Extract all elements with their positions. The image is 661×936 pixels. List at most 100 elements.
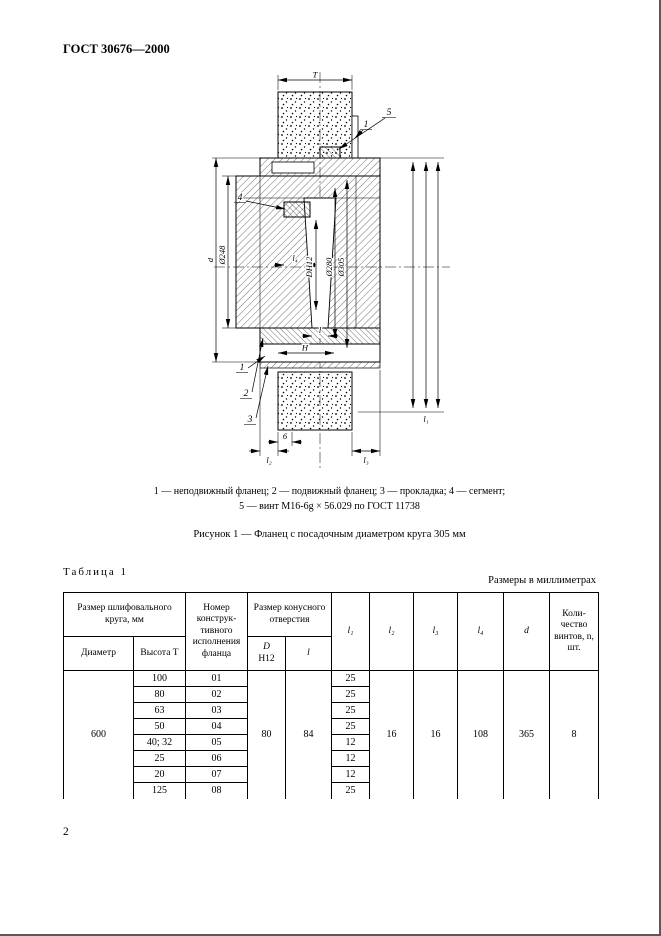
col-header-screws: Коли-чество винтов, n, шт. bbox=[549, 592, 599, 671]
units-note: Размеры в миллиметрах bbox=[488, 575, 596, 586]
callout-4-label: 4 bbox=[238, 193, 243, 203]
callout-3-label: 3 bbox=[247, 415, 253, 425]
cell-number: 03 bbox=[185, 702, 248, 719]
col-header-l4: l₄ bbox=[457, 592, 504, 671]
page-number: 2 bbox=[63, 826, 69, 838]
dim-d305: Ø305 bbox=[335, 180, 350, 348]
screw-head bbox=[319, 146, 341, 159]
flange-drawing: T 5 1 bbox=[204, 68, 450, 468]
dim-label-DH12: DH12 bbox=[304, 256, 314, 279]
cell-l1: 25 bbox=[331, 686, 370, 703]
gasket bbox=[259, 361, 381, 369]
callout-2: 2 bbox=[240, 337, 264, 400]
dim-label-T: T bbox=[313, 70, 319, 80]
cell-l1: 25 bbox=[331, 670, 370, 687]
callout-3-gasket: 3 bbox=[244, 365, 269, 426]
col-header-cone-hole: Размер конусного отверстия bbox=[247, 592, 332, 637]
dim-DH12: DH12 bbox=[303, 220, 319, 310]
figure-caption-line1: 1 — неподвижный фланец; 2 — подвижный фл… bbox=[153, 486, 506, 497]
callout-1-label: 1 bbox=[240, 363, 245, 373]
cell-l3: 16 bbox=[413, 670, 458, 799]
cell-number: 02 bbox=[185, 686, 248, 703]
cell-l1: 25 bbox=[331, 782, 370, 799]
col-header-height: Высота T bbox=[133, 636, 186, 671]
cell-l1: 12 bbox=[331, 750, 370, 767]
wheel-section-top bbox=[277, 91, 359, 159]
dim-label-l3: l₃ bbox=[363, 455, 368, 465]
cell-l2: 16 bbox=[369, 670, 414, 799]
cell-height: 125 bbox=[133, 782, 186, 799]
dim-H: H bbox=[278, 341, 334, 356]
dim-label-6: 6 bbox=[283, 431, 288, 441]
table-row: 125 08 25 bbox=[64, 782, 599, 799]
dim-l3: l₃ bbox=[351, 370, 381, 466]
dim-d: d bbox=[204, 157, 260, 363]
cell-diameter: 600 bbox=[63, 670, 134, 799]
figure-1: T 5 1 bbox=[204, 68, 470, 472]
flange-body bbox=[235, 175, 381, 329]
dim-d280: Ø280 bbox=[323, 188, 338, 338]
dim-label-d248: Ø248 bbox=[217, 245, 227, 266]
col-header-d: d bbox=[503, 592, 550, 671]
col-header-diameter: Диаметр bbox=[63, 636, 134, 671]
dim-T: T bbox=[277, 68, 353, 90]
figure-title: Рисунок 1 — Фланец с посадочным диаметро… bbox=[193, 529, 466, 540]
cell-l1: 12 bbox=[331, 766, 370, 783]
table-row: 50 04 25 bbox=[64, 718, 599, 735]
segment-part bbox=[283, 201, 311, 218]
cell-D: 80 bbox=[247, 670, 286, 799]
cell-number: 01 bbox=[185, 670, 248, 687]
right-dimension-lines: l₁ bbox=[358, 157, 444, 425]
col-header-l1: l₁ bbox=[331, 592, 370, 671]
col-header-l3: l₃ bbox=[413, 592, 458, 671]
cell-l4: 108 bbox=[457, 670, 504, 799]
dim-label-l1: l₁ bbox=[423, 414, 428, 424]
table-label: Таблица 1 bbox=[63, 566, 129, 578]
cell-l1: 25 bbox=[331, 718, 370, 735]
standard-number: ГОСТ 30676—2000 bbox=[63, 42, 170, 56]
cell-height: 25 bbox=[133, 750, 186, 767]
table-row: 80 02 25 bbox=[64, 686, 599, 703]
cell-height: 63 bbox=[133, 702, 186, 719]
col-header-l2: l₂ bbox=[369, 592, 414, 671]
cell-height: 50 bbox=[133, 718, 186, 735]
figure-caption-line2: 5 — винт М16-6g × 56.029 по ГОСТ 11738 bbox=[239, 501, 420, 512]
col-header-wheel-size: Размер шлифовального круга, мм bbox=[63, 592, 186, 637]
callout-5-label: 5 bbox=[387, 108, 392, 118]
dim-label-l2: l₂ bbox=[266, 455, 271, 465]
cell-d: 365 bbox=[503, 670, 550, 799]
callout-1-top: 1 bbox=[354, 119, 372, 139]
wheel-section-bottom bbox=[277, 371, 353, 431]
dim-d248: Ø248 bbox=[216, 175, 236, 329]
cell-number: 05 bbox=[185, 734, 248, 751]
dim-l2: l₂ bbox=[249, 368, 289, 466]
cell-l1: 25 bbox=[331, 702, 370, 719]
cell-height: 20 bbox=[133, 766, 186, 783]
cell-number: 08 bbox=[185, 782, 248, 799]
washer bbox=[271, 161, 315, 174]
cell-number: 06 bbox=[185, 750, 248, 767]
dimensions-table: Размер шлифовального круга, мм Номер кон… bbox=[63, 592, 599, 799]
col-header-D: D bbox=[263, 642, 270, 653]
cell-screw-count: 8 bbox=[549, 670, 599, 799]
cell-l: 84 bbox=[285, 670, 332, 799]
col-header-l: l bbox=[285, 636, 332, 671]
col-header-design-number: Номер конструк-тивного исполнения фланца bbox=[185, 592, 248, 671]
dim-label-H: H bbox=[301, 343, 309, 353]
callout-1-top-label: 1 bbox=[364, 120, 369, 130]
figure-caption: 1 — неподвижный фланец; 2 — подвижный фл… bbox=[0, 484, 659, 514]
cell-l1: 12 bbox=[331, 734, 370, 751]
cell-height: 80 bbox=[133, 686, 186, 703]
dim-label-d: d bbox=[208, 257, 215, 262]
callout-1-bottom: 1 bbox=[236, 355, 266, 374]
dim-6: 6 bbox=[268, 430, 302, 446]
cell-height: 100 bbox=[133, 670, 186, 687]
cell-number: 07 bbox=[185, 766, 248, 783]
table-row: 25 06 12 bbox=[64, 750, 599, 767]
dim-label-l: l bbox=[319, 325, 322, 335]
table-row: 40; 32 05 12 bbox=[64, 734, 599, 751]
dim-label-d305: Ø305 bbox=[336, 258, 346, 278]
dim-label-d280: Ø280 bbox=[324, 257, 334, 278]
dim-label-l4: l₄ bbox=[292, 253, 297, 263]
